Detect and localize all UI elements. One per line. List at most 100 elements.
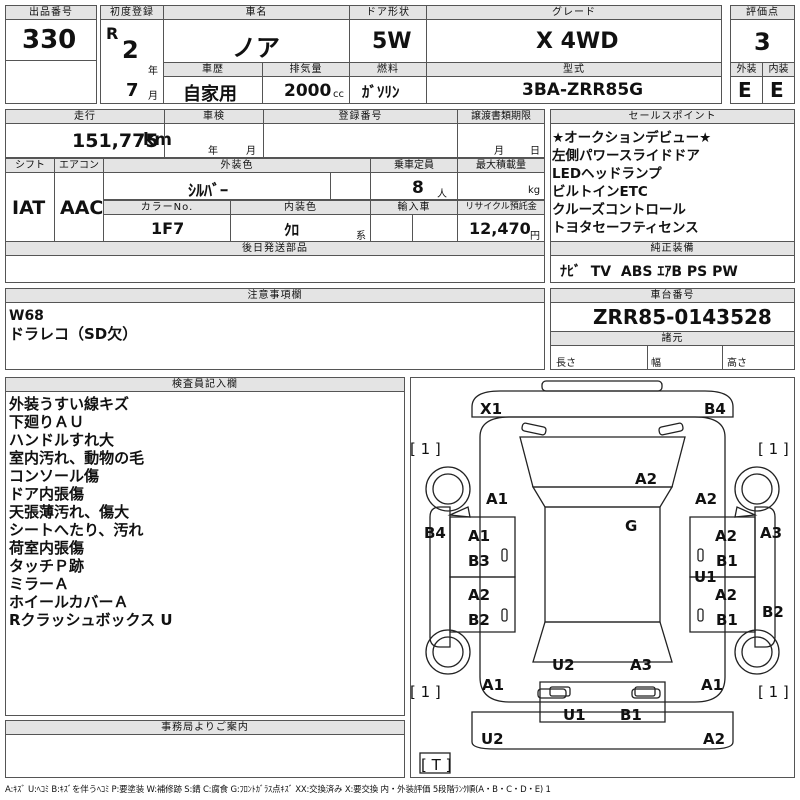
car-diagram <box>419 380 780 774</box>
transfer-month-unit: 月 <box>494 146 504 157</box>
car-diagram-frame <box>410 377 795 778</box>
ac: AAC <box>60 197 104 219</box>
height-label: 高さ <box>727 358 747 369</box>
reg-no-box <box>263 123 458 158</box>
mark-b4-top: B4 <box>704 400 726 418</box>
inspector-line: 外装うすい線キズ <box>9 395 130 413</box>
later-parts-box <box>5 255 545 283</box>
reg-no-label: 登録番号 <box>263 109 458 124</box>
mark-a2-fr: A2 <box>695 490 718 508</box>
note-line: ドラレコ（SD欠） <box>9 325 138 343</box>
first-reg-label: 初度登録 <box>100 5 164 20</box>
mark-tire-rr: [ 1 ] <box>758 683 789 701</box>
mark-b1-rd: B1 <box>716 552 738 570</box>
lot-no: 330 <box>22 25 77 55</box>
mileage: 151,775 <box>72 130 159 152</box>
mark-tire-rl: [ 1 ] <box>410 683 441 701</box>
later-parts-label: 後日発送部品 <box>5 241 545 256</box>
legend: A:ｷｽﾞ U:ﾍｺﾐ B:ｷｽﾞを伴うﾍｺﾐ P:要塗装 W:補修跡 S:錆 … <box>5 785 551 795</box>
capacity: 8 <box>412 178 424 198</box>
mark-a1-ld: A1 <box>468 527 491 545</box>
interior-box <box>762 76 795 104</box>
mark-u1-rear: U1 <box>563 706 586 724</box>
mark-tire-fl: [ 1 ] <box>410 440 441 458</box>
inspector-line: ドア内張傷 <box>9 485 85 503</box>
inspector-line: ハンドルすれ大 <box>9 431 115 449</box>
selling-point: ビルトインETC <box>552 184 648 200</box>
max-load-label: 最大積載量 <box>457 158 545 173</box>
mark-x1: X1 <box>480 400 503 418</box>
import-box <box>370 214 458 242</box>
int-color-label: 内装色 <box>230 200 371 215</box>
selling-points-list: ★オークションデビュー★ 左側パワースライドドア LEDヘッドランプ ビルトイン… <box>552 129 711 237</box>
displacement-label: 排気量 <box>262 62 350 77</box>
lot-no-lower-box <box>5 60 97 104</box>
length-label: 長さ <box>556 358 576 369</box>
inspection-label: 車検 <box>164 109 264 124</box>
inspector-box <box>5 391 405 716</box>
mark-b2-ld2: B2 <box>468 611 490 629</box>
car-name-label: 車名 <box>163 5 350 20</box>
fuel-label: 燃料 <box>349 62 427 77</box>
mark-a2-ld2: A2 <box>468 586 491 604</box>
inspector-line: ホイールカバーＡ <box>9 593 129 611</box>
transfer-label: 譲渡書類期限 <box>457 109 545 124</box>
specs-box <box>550 345 795 370</box>
ext-color: ｼﾙﾊﾞｰ <box>188 181 229 200</box>
int-color: ｸﾛ <box>284 221 300 239</box>
reg-year-unit: 年 <box>148 66 158 77</box>
notes-list: W68 ドラレコ（SD欠） <box>9 307 137 343</box>
recycle-fee: 12,470 <box>469 219 531 238</box>
specs-div1 <box>647 345 648 370</box>
displacement-unit: cc <box>333 89 344 100</box>
lot-no-label: 出品番号 <box>5 5 97 20</box>
car-name: ノア <box>232 34 280 62</box>
capacity-unit: 人 <box>437 189 447 200</box>
displacement: 2000 <box>284 81 332 101</box>
specs-label: 諸元 <box>550 331 795 346</box>
selling-point: クルーズコントロール <box>552 202 686 218</box>
chassis-number: ZRR85-0143528 <box>593 305 772 329</box>
mark-u1: U1 <box>694 568 717 586</box>
inspector-line: 室内汚れ、動物の毛 <box>9 449 145 467</box>
office-label: 事務局よりご案内 <box>5 720 405 735</box>
ext-color-label: 外装色 <box>103 158 371 173</box>
inspector-line: タッチＰ跡 <box>9 557 85 575</box>
inspector-line: 天張薄汚れ、傷大 <box>9 503 130 521</box>
mark-b2-right: B2 <box>762 603 784 621</box>
mark-a1-fl: A1 <box>486 490 509 508</box>
mark-a1-rr: A1 <box>701 676 724 694</box>
capacity-label: 乗車定員 <box>370 158 458 173</box>
notes-label: 注意事項欄 <box>5 288 545 303</box>
mark-b1-rd2: B1 <box>716 611 738 629</box>
mark-a1-rl: A1 <box>482 676 505 694</box>
selling-point: 左側パワースライドドア <box>552 148 700 164</box>
inspector-line: シートへたり、汚れ <box>9 521 144 539</box>
era: R <box>106 24 119 43</box>
selling-point: ★オークションデビュー★ <box>552 130 712 146</box>
specs-div2 <box>722 345 723 370</box>
mark-u2-roof: U2 <box>552 656 575 674</box>
chassis-label: 車台番号 <box>550 288 795 303</box>
inspection-year-unit: 年 <box>208 146 218 157</box>
max-load-unit: kg <box>528 185 541 196</box>
recycle-unit: 円 <box>530 231 540 242</box>
mark-a2-rear: A2 <box>703 730 726 748</box>
import-divider <box>412 214 413 242</box>
import-label: 輸入車 <box>370 200 458 215</box>
inspector-line: 下廻りＡＵ <box>9 413 85 431</box>
color-no: 1F7 <box>151 219 185 238</box>
mark-t-tire: [ T ] <box>421 756 452 774</box>
mark-a3-roof: A3 <box>630 656 653 674</box>
equipment: ﾅﾋﾞ TV ABS ｴｱB PS PW <box>560 264 738 280</box>
inspector-line: 荷室内張傷 <box>9 539 85 557</box>
interior-label: 内装 <box>762 62 795 77</box>
reg-month-unit: 月 <box>148 91 158 102</box>
color-no-label: カラーNo. <box>103 200 231 215</box>
mark-g: G <box>625 517 638 535</box>
inspector-list: 外装うすい線キズ 下廻りＡＵ ハンドルすれ大 室内汚れ、動物の毛 コンソール傷 … <box>9 395 173 629</box>
max-load-box <box>457 172 545 200</box>
mark-a2-rd: A2 <box>715 527 738 545</box>
transfer-day-unit: 日 <box>530 146 540 157</box>
model-label: 型式 <box>426 62 722 77</box>
